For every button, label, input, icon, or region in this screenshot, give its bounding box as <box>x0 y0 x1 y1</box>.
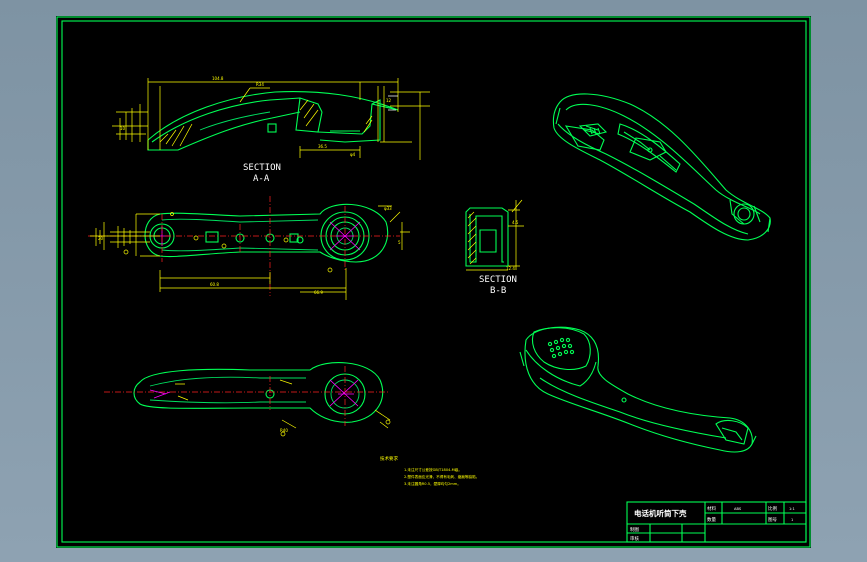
sheet-label: 图号 <box>768 517 777 523</box>
scale-label: 比例 <box>768 505 777 512</box>
section-aa-view[interactable]: 104.8 36.5 φ4 10 12 R34 SECTION A-A <box>112 76 430 184</box>
svg-text:10: 10 <box>120 126 126 131</box>
outer-frame <box>56 16 811 548</box>
drawing-title: 电话机听筒下壳 <box>634 508 687 518</box>
svg-text:5: 5 <box>398 240 401 245</box>
technical-notes: 技术要求 1.未注尺寸公差按GB/T1804-M级。 2.塑件表面应光滑，不得有… <box>380 455 479 486</box>
svg-text:4.5: 4.5 <box>512 220 519 225</box>
svg-text:36.5: 36.5 <box>318 144 327 149</box>
sheet-value: 1 <box>791 518 793 522</box>
iso-view-bottom[interactable] <box>519 326 757 453</box>
bottom-view[interactable]: R40 <box>104 362 391 437</box>
svg-text:φ4: φ4 <box>350 152 356 157</box>
svg-text:60.8: 60.8 <box>210 282 219 287</box>
cad-drawing-viewport[interactable]: 104.8 36.5 φ4 10 12 R34 SECTION A-A <box>56 16 811 548</box>
top-view[interactable]: 60.8 66.9 20 φ33 5 <box>88 196 410 300</box>
section-aa-label: A-A <box>253 174 270 184</box>
section-bb-view[interactable]: 4.5 12.4 SECTION B-B <box>465 199 524 296</box>
checked-label: 审核 <box>630 535 639 542</box>
title-block[interactable]: 电话机听筒下壳 材料 ABS 比例 1:1 数量 图号 1 制图 审核 <box>626 501 807 543</box>
svg-text:104.8: 104.8 <box>212 76 224 81</box>
iso-view-top[interactable] <box>552 93 771 241</box>
svg-text:12.4: 12.4 <box>506 266 515 271</box>
tech-note-3: 3.未注圆角R0.5，壁厚均匀2mm。 <box>404 481 461 486</box>
scale-value: 1:1 <box>789 507 795 511</box>
tech-note-1: 1.未注尺寸公差按GB/T1804-M级。 <box>404 467 462 472</box>
svg-text:R40: R40 <box>280 428 288 433</box>
inner-frame <box>61 20 807 543</box>
material-value: ABS <box>734 507 742 511</box>
section-bb-label: B-B <box>490 286 506 296</box>
section-bb-title: SECTION <box>479 275 517 285</box>
svg-text:66.9: 66.9 <box>314 290 323 295</box>
earpiece-holes <box>547 337 575 359</box>
svg-text:20: 20 <box>98 236 104 241</box>
tech-note-2: 2.塑件表面应光滑，不得有毛刺、缩痕等缺陷。 <box>404 474 479 479</box>
svg-text:12: 12 <box>386 98 392 103</box>
material-label: 材料 <box>707 505 716 512</box>
quantity-label: 数量 <box>707 516 716 523</box>
drawn-label: 制图 <box>630 526 639 533</box>
tech-notes-title: 技术要求 <box>380 455 398 462</box>
drawing-sheet: 104.8 36.5 φ4 10 12 R34 SECTION A-A <box>56 16 811 548</box>
section-aa-title: SECTION <box>243 163 281 173</box>
svg-text:R34: R34 <box>256 82 264 87</box>
svg-text:φ33: φ33 <box>384 206 392 211</box>
